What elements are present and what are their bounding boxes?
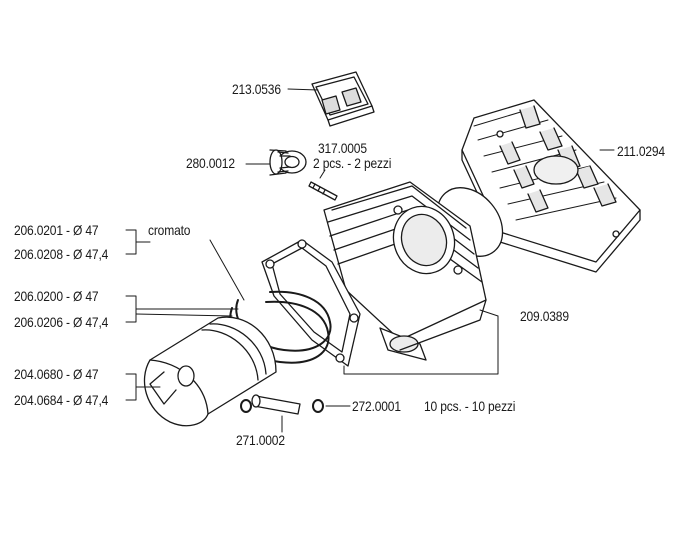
label-317-0005: 317.0005 bbox=[318, 140, 367, 156]
label-206-0208: 206.0208 - Ø 47,4 bbox=[14, 246, 109, 262]
label-cromato: cromato bbox=[148, 222, 191, 238]
label-204-0680: 204.0680 - Ø 47 bbox=[14, 366, 99, 382]
label-209-0389: 209.0389 bbox=[520, 308, 569, 324]
label-271-0002: 271.0002 bbox=[236, 432, 285, 448]
needle-bearing-part bbox=[269, 149, 307, 176]
label-213-0536: 213.0536 bbox=[232, 81, 281, 97]
label-204-0684: 204.0684 - Ø 47,4 bbox=[14, 392, 109, 408]
label-206-0206: 206.0206 - Ø 47,4 bbox=[14, 314, 109, 330]
label-206-0200: 206.0200 - Ø 47 bbox=[14, 288, 99, 304]
piston-pin-part bbox=[251, 394, 301, 415]
stud-part bbox=[308, 181, 338, 201]
base-gasket-part bbox=[261, 239, 361, 367]
circlip-parts bbox=[240, 399, 324, 413]
reed-valve-part bbox=[311, 71, 375, 127]
label-211-0294: 211.0294 bbox=[617, 143, 665, 159]
cylinder-part bbox=[323, 181, 487, 361]
label-280-0012: 280.0012 bbox=[186, 155, 235, 171]
cylinder-head-part bbox=[461, 99, 641, 273]
label-317-0005-qty: 2 pcs. - 2 pezzi bbox=[313, 155, 392, 171]
label-272-0001-qty: 10 pcs. - 10 pezzi bbox=[424, 398, 516, 414]
label-206-0201: 206.0201 - Ø 47 bbox=[14, 222, 99, 238]
piston-part bbox=[143, 316, 277, 427]
leader-lines bbox=[125, 88, 615, 433]
label-272-0001: 272.0001 bbox=[352, 398, 401, 414]
